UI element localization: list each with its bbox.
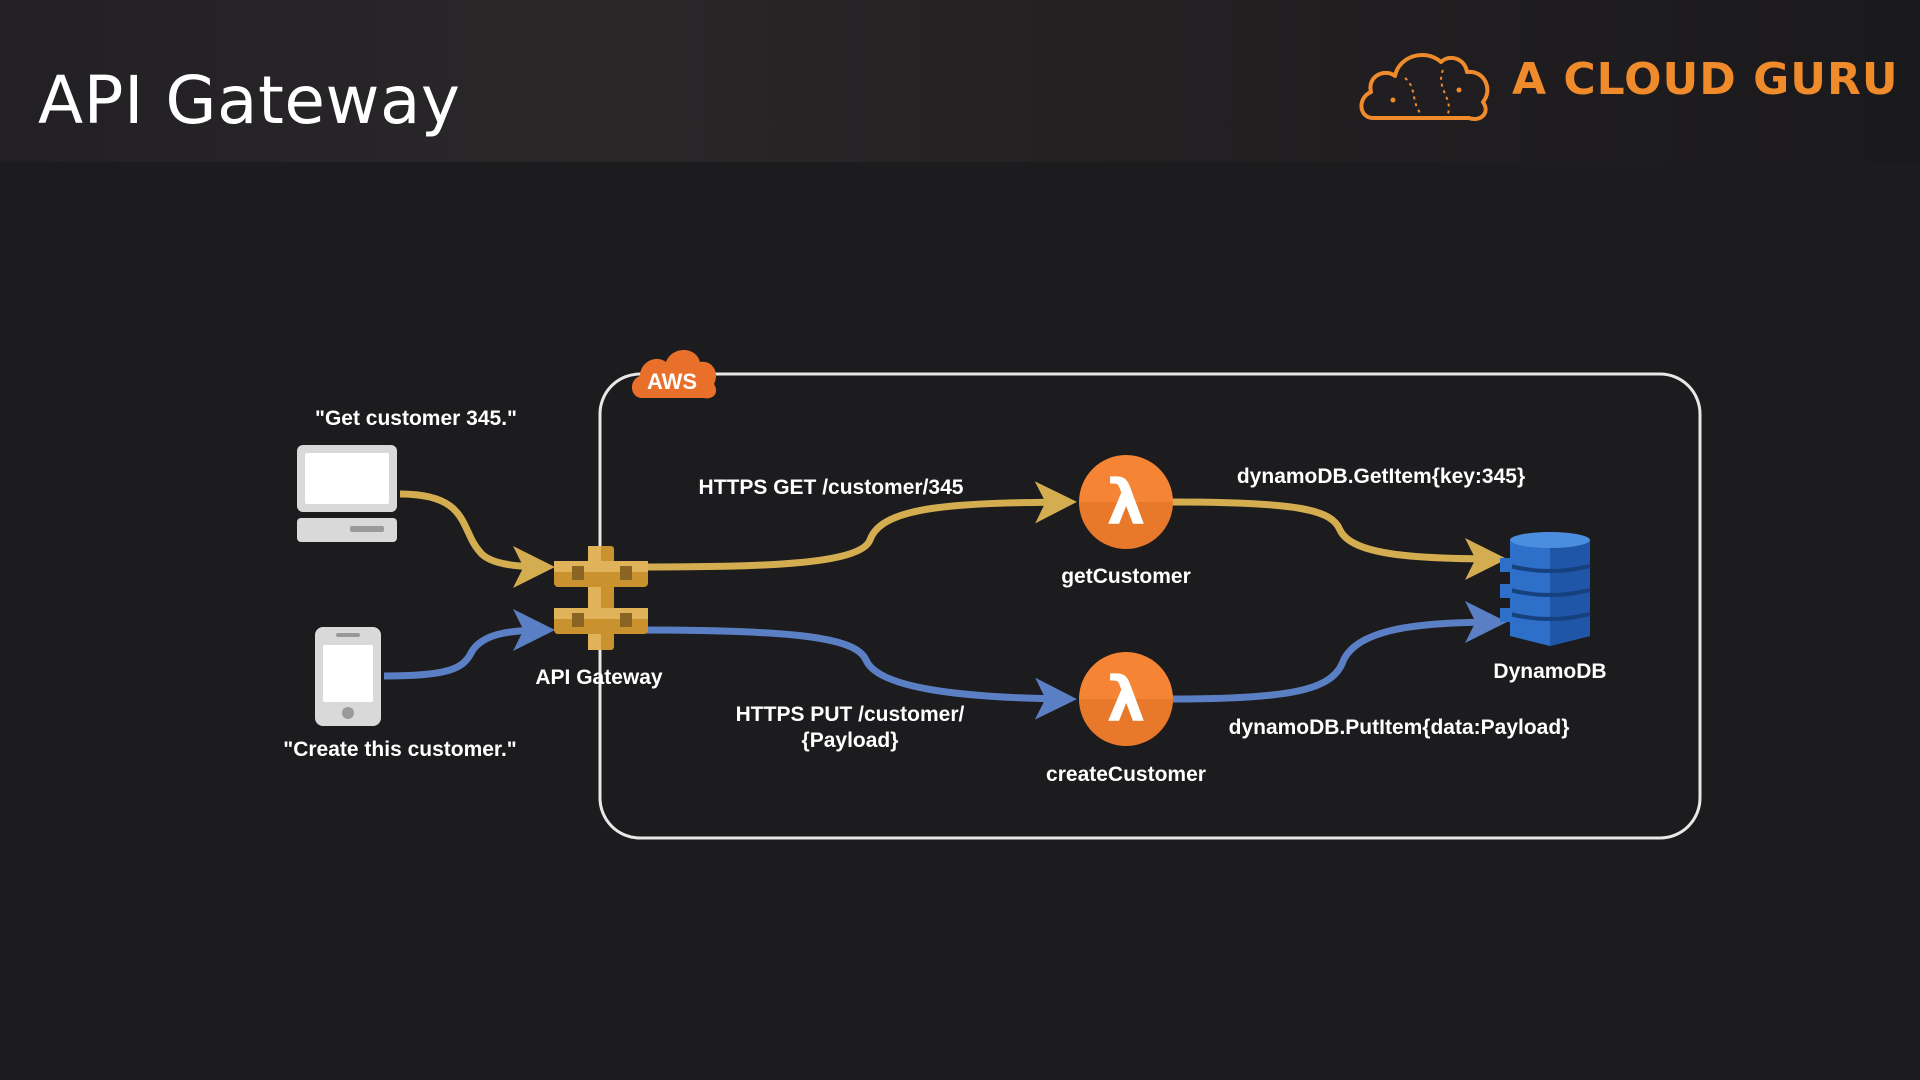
dynamodb-icon (1500, 532, 1591, 646)
cloud-guru-logo-icon (1359, 52, 1490, 121)
put-item-label: dynamoDB.PutItem{data:Payload} (1229, 716, 1570, 739)
getcustomer-to-dynamodb-arrow (1171, 498, 1507, 580)
desktop-computer-icon (297, 445, 397, 542)
aws-cloud-badge: AWS (631, 350, 717, 399)
gateway-to-getcustomer-arrow (639, 481, 1077, 571)
createcustomer-to-dynamodb-arrow (1171, 601, 1507, 703)
createcustomer-label: createCustomer (1046, 763, 1206, 786)
slide-header: API Gateway A CLOUD GURU (0, 0, 1920, 162)
desktop-to-gateway-arrow (399, 490, 555, 588)
get-request-label: HTTPS GET /customer/345 (699, 476, 964, 499)
lambda-createcustomer-icon: λ (1079, 652, 1173, 746)
mobile-to-gateway-arrow (383, 609, 555, 680)
mobile-client-quote: "Create this customer." (283, 738, 517, 761)
desktop-client-quote: "Get customer 345." (315, 407, 517, 430)
lambda-symbol: λ (1106, 466, 1145, 539)
lambda-symbol: λ (1106, 663, 1145, 736)
api-gateway-label: API Gateway (535, 666, 663, 689)
put-request-label-line2: {Payload} (802, 729, 899, 752)
api-gateway-icon (554, 546, 648, 650)
put-request-label-line1: HTTPS PUT /customer/ (736, 703, 965, 726)
get-item-label: dynamoDB.GetItem{key:345} (1237, 465, 1525, 488)
dynamodb-label: DynamoDB (1493, 660, 1606, 683)
slide-title: API Gateway (38, 62, 461, 139)
brand-name: A CLOUD GURU (1512, 54, 1899, 105)
aws-badge-label: AWS (647, 369, 697, 394)
lambda-getcustomer-icon: λ (1079, 455, 1173, 549)
gateway-to-createcustomer-arrow (639, 626, 1077, 720)
mobile-phone-icon (315, 627, 381, 726)
getcustomer-label: getCustomer (1061, 565, 1191, 588)
